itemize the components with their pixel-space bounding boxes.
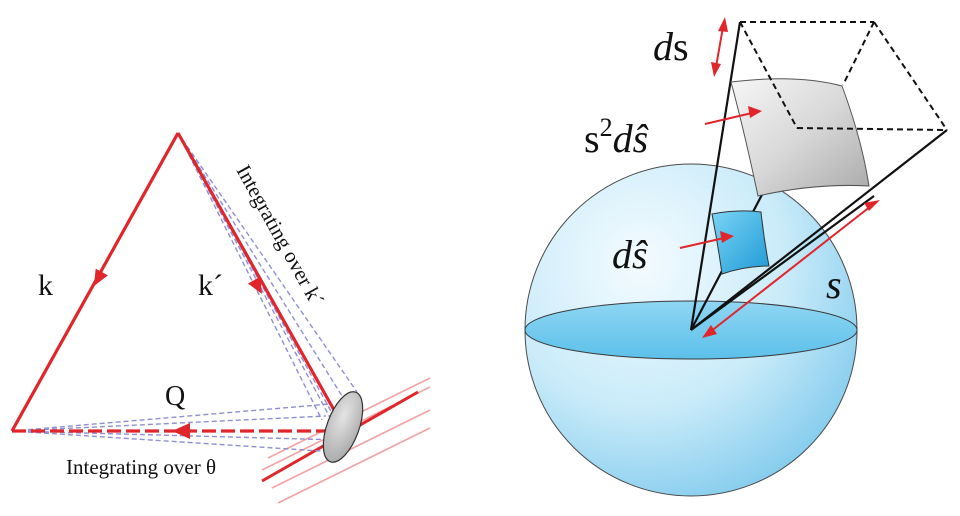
s-label: s — [826, 262, 842, 307]
s-distance-arrow — [702, 200, 880, 338]
ds-arrow — [711, 17, 728, 77]
unit-area-patch — [711, 210, 770, 275]
k-arrowhead — [94, 268, 108, 286]
integrating-over-theta-label: Integrating over θ — [66, 455, 216, 479]
area-element-surface — [730, 78, 870, 197]
s2-dshat-label: s2dŝ — [584, 113, 649, 161]
dshat-pointer — [679, 231, 734, 249]
scatterer-ellipse — [322, 391, 364, 463]
q-label: Q — [165, 381, 185, 412]
k-prime-label: k´ — [198, 269, 223, 302]
left-panel: k k´ Q Integrating over k´ Integrating o… — [10, 132, 431, 504]
k-prime-vector — [176, 132, 336, 411]
k-prime-arrowhead — [248, 276, 262, 294]
integrating-over-k-prime-label: Integrating over k´ — [232, 161, 329, 310]
q-arrowhead — [172, 423, 190, 439]
ds-label: ds — [653, 24, 689, 69]
theta-integration-lines — [11, 403, 341, 453]
volume-element-frustum — [739, 21, 948, 131]
s2-dshat-pointer — [704, 106, 762, 125]
dshat-label: dŝ — [612, 232, 648, 277]
k-label: k — [38, 269, 53, 302]
right-panel: ds s2dŝ dŝ s — [524, 17, 948, 497]
